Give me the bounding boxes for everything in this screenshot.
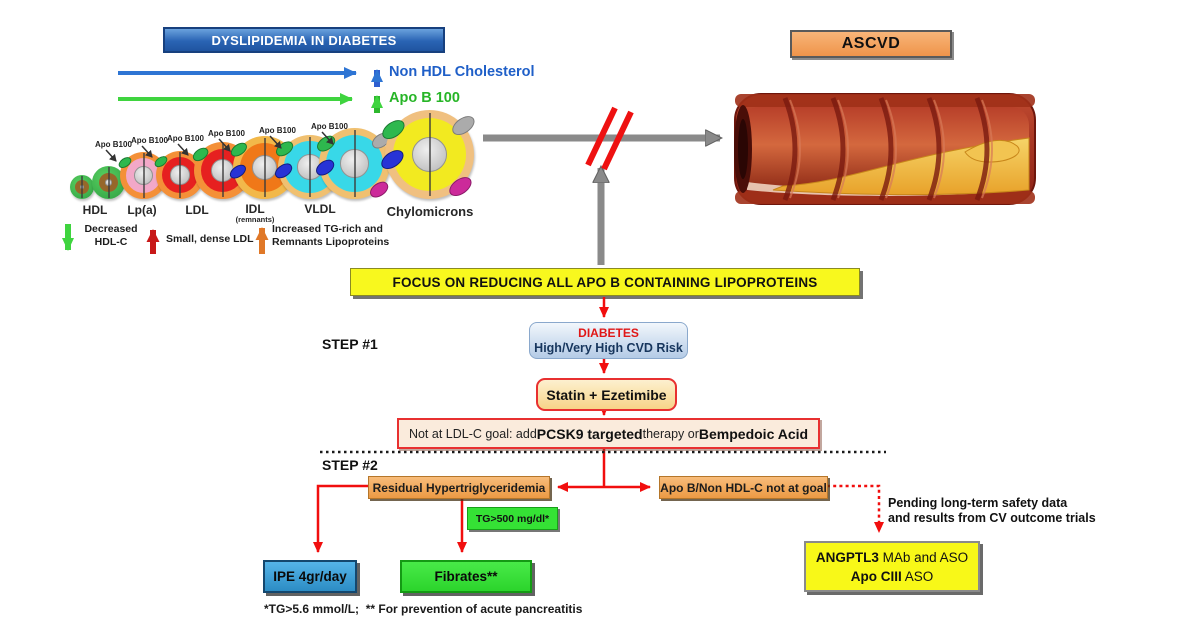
hdl-particle-small: [70, 175, 94, 199]
ipe-label: IPE 4gr/day: [273, 569, 347, 584]
lpa-label: Lp(a): [127, 203, 157, 217]
chylomicron-particle: [377, 110, 478, 201]
angptl3-line: ANGPTL3 MAb and ASO: [816, 548, 968, 567]
ascvd-banner-label: ASCVD: [841, 35, 901, 52]
hdl-particle: [92, 166, 125, 199]
apo-b100-tag-2: Apo B100: [131, 136, 168, 145]
focus-banner-label: FOCUS ON REDUCING ALL APO B CONTAINING L…: [392, 274, 818, 290]
apo-b100-tag-4: Apo B100: [208, 129, 245, 138]
focus-banner: FOCUS ON REDUCING ALL APO B CONTAINING L…: [350, 268, 860, 296]
tg-threshold-box: TG>500 mg/dl*: [467, 507, 558, 530]
legend-decreased-line1: Decreased: [84, 223, 138, 235]
apo-b100-tag-5: Apo B100: [259, 126, 296, 135]
ipe-box: IPE 4gr/day: [263, 560, 357, 593]
non-hdl-cholesterol-label: Non HDL Cholesterol: [389, 64, 535, 80]
idl-remnants-label: (remnants): [235, 215, 275, 224]
step1-label: STEP #1: [322, 336, 378, 352]
step2-label: STEP #2: [322, 457, 378, 473]
idl-label: IDL: [245, 202, 265, 216]
ldl-goal-bempedoic: Bempedoic Acid: [698, 425, 809, 442]
pending-safety-note: Pending long-term safety data and result…: [888, 496, 1108, 526]
angptl3-apociii-box: ANGPTL3 MAb and ASO Apo CIII ASO: [804, 541, 980, 592]
artery-plaque-illustration: [734, 93, 1036, 205]
ldl-goal-mid: therapy or: [642, 426, 699, 441]
legend-decreased-line2: HDL-C: [94, 236, 128, 248]
tg-threshold-label: TG>500 mg/dl*: [475, 512, 550, 525]
footnote: *TG>5.6 mmol/L; ** For prevention of acu…: [264, 602, 583, 616]
ldl-goal-pre: Not at LDL-C goal: add: [408, 426, 537, 441]
apociii-rest: ASO: [901, 568, 934, 584]
legend-increased-line2: Remnants Lipoproteins: [272, 236, 390, 248]
ldl-goal-box: Not at LDL-C goal: add PCSK9 targeted th…: [397, 418, 820, 449]
vldl-particle-2: [312, 128, 394, 201]
fibrates-box: Fibrates**: [400, 560, 532, 593]
apociii-bold: Apo CIII: [850, 568, 902, 584]
ldl-label: LDL: [185, 203, 209, 217]
legend-small-dense-ldl: Small, dense LDL: [166, 233, 254, 245]
apob-not-at-goal-box: Apo B/Non HDL-C not at goal: [659, 476, 828, 499]
legend-decreased-hdl: Decreased HDL-C: [76, 223, 146, 249]
diabetes-subtitle: High/Very High CVD Risk: [534, 340, 683, 355]
ldl-goal-pcsk9: PCSK9 targeted: [536, 425, 643, 442]
dyslipidemia-banner-label: DYSLIPIDEMIA IN DIABETES: [211, 32, 397, 48]
apo-b100-tag-6: Apo B100: [311, 122, 348, 131]
statin-ezetimibe-box: Statin + Ezetimibe: [536, 378, 677, 411]
vldl-label: VLDL: [304, 202, 336, 216]
angptl3-bold: ANGPTL3: [815, 549, 879, 565]
apob-not-at-goal-label: Apo B/Non HDL-C not at goal: [660, 480, 827, 495]
angptl3-rest: MAb and ASO: [878, 549, 969, 565]
statin-ezetimibe-label: Statin + Ezetimibe: [546, 386, 667, 403]
pending-line1: Pending long-term safety data: [888, 496, 1068, 510]
diabetes-risk-box: DIABETES High/Very High CVD Risk: [529, 322, 688, 359]
apo-b100-tag-3: Apo B100: [167, 134, 204, 143]
apo-b100-tag-1: Apo B100: [95, 140, 132, 149]
hdl-label: HDL: [82, 203, 108, 217]
legend-increased-tg: Increased TG-rich and Remnants Lipoprote…: [272, 223, 389, 249]
apo-b-100-label: Apo B 100: [389, 90, 460, 106]
chylomicrons-label: Chylomicrons: [386, 204, 474, 219]
dyslipidemia-banner: DYSLIPIDEMIA IN DIABETES: [163, 27, 445, 53]
diabetes-title: DIABETES: [578, 325, 639, 340]
residual-hypertriglyceridemia-box: Residual Hypertriglyceridemia: [368, 476, 550, 499]
fibrates-label: Fibrates**: [434, 569, 498, 584]
pending-line2: and results from CV outcome trials: [888, 511, 1096, 525]
apociii-line: Apo CIII ASO: [851, 567, 934, 586]
ascvd-banner: ASCVD: [790, 30, 952, 58]
residual-htg-label: Residual Hypertriglyceridemia: [372, 480, 546, 495]
legend-increased-line1: Increased TG-rich and: [272, 223, 383, 235]
